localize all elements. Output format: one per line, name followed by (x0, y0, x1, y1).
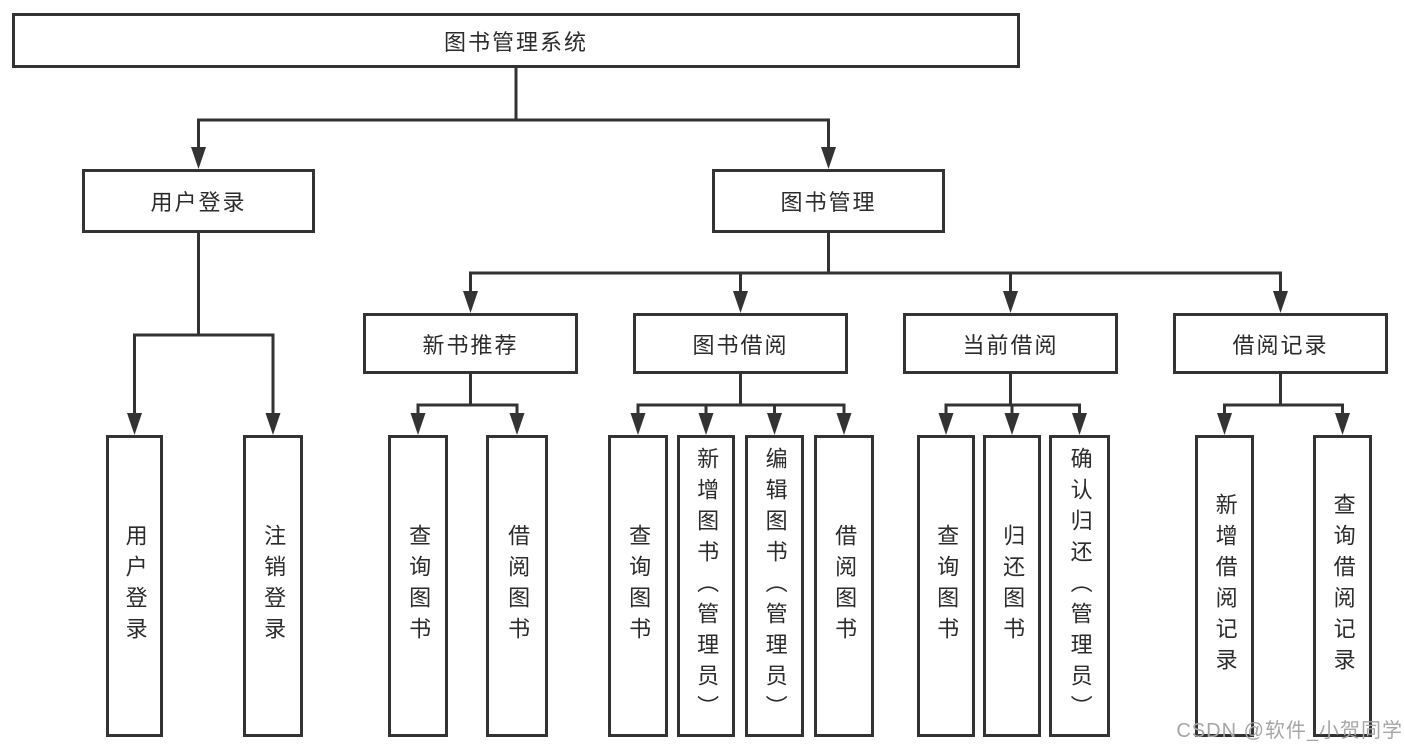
node-label: 归还图书 (1000, 524, 1026, 648)
arrowhead (821, 147, 836, 169)
node-label: 图书管理系统 (443, 29, 588, 55)
node-leaf-return-book: 归还图书 (983, 435, 1041, 737)
connector-level2-bar (197, 118, 830, 148)
arrowhead (1003, 291, 1018, 313)
connector-borrow-records-bar (1223, 403, 1344, 414)
node-label: 查询图书 (626, 524, 652, 648)
connector-new-book-bar (416, 403, 519, 414)
node-leaf-edit-book-admin: 编辑图书（管理员） (745, 435, 804, 737)
arrowhead (191, 147, 206, 169)
node-new-book-recommend: 新书推荐 (363, 313, 578, 374)
node-label: 借阅图书 (832, 524, 858, 648)
node-leaf-user-login: 用户登录 (106, 435, 163, 737)
arrowhead (265, 413, 281, 435)
node-leaf-add-borrow-record: 新增借阅记录 (1195, 435, 1254, 737)
node-label: 注销登录 (261, 524, 287, 648)
node-user-login: 用户登录 (82, 169, 315, 233)
arrowhead (733, 291, 748, 313)
node-book-borrow: 图书借阅 (633, 313, 848, 374)
node-leaf-query-books-2: 查询图书 (608, 435, 668, 737)
node-label: 编辑图书（管理员） (762, 446, 788, 726)
node-label: 查询图书 (406, 524, 432, 648)
arrowhead (1335, 413, 1350, 435)
node-leaf-query-borrow-record: 查询借阅记录 (1313, 435, 1372, 737)
node-leaf-add-book-admin: 新增图书（管理员） (677, 435, 735, 737)
arrowhead (1072, 413, 1087, 435)
arrowhead (938, 413, 954, 435)
connector-user-login-bar (133, 333, 275, 414)
node-label: 借阅图书 (505, 524, 531, 648)
node-label: 新增借阅记录 (1212, 493, 1238, 679)
arrowhead (767, 413, 782, 435)
arrowhead (127, 413, 142, 435)
node-label: 借阅记录 (1232, 332, 1329, 358)
node-current-borrow: 当前借阅 (903, 313, 1118, 374)
node-leaf-confirm-return-admin: 确认归还（管理员） (1049, 435, 1110, 737)
node-label: 用户登录 (122, 524, 148, 648)
node-borrow-records: 借阅记录 (1173, 313, 1388, 374)
arrowhead (1004, 413, 1020, 435)
node-label: 新书推荐 (422, 332, 519, 358)
node-leaf-query-books-3: 查询图书 (917, 435, 975, 737)
csdn-watermark: CSDN @软件_小贺同学 (1176, 720, 1403, 742)
arrowhead (630, 413, 646, 435)
node-label: 图书借阅 (692, 332, 789, 358)
arrowhead (509, 413, 525, 435)
node-leaf-query-books-1: 查询图书 (388, 435, 448, 737)
connector-level3-bar (469, 271, 1282, 292)
node-leaf-borrow-books-2: 借阅图书 (814, 435, 874, 737)
node-label: 查询借阅记录 (1330, 493, 1356, 679)
node-leaf-borrow-books-1: 借阅图书 (486, 435, 548, 737)
node-label: 确认归还（管理员） (1067, 446, 1093, 726)
node-label: 当前借阅 (962, 332, 1059, 358)
arrowhead (1217, 413, 1232, 435)
connector-book-borrow-bar (636, 403, 846, 414)
arrowhead (1273, 291, 1288, 313)
node-library-management-system: 图书管理系统 (12, 13, 1020, 68)
node-label: 新增图书（管理员） (694, 446, 720, 726)
arrowhead (698, 413, 714, 435)
node-label: 图书管理 (780, 190, 877, 215)
arrowhead (410, 413, 426, 435)
node-label: 查询图书 (934, 524, 960, 648)
node-leaf-logout: 注销登录 (243, 435, 303, 737)
arrowhead (836, 413, 852, 435)
node-label: 用户登录 (150, 190, 247, 215)
node-book-management: 图书管理 (712, 169, 945, 233)
arrowhead (463, 291, 478, 313)
